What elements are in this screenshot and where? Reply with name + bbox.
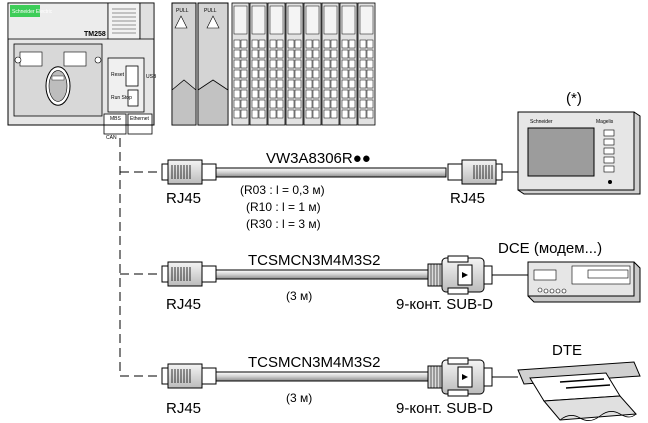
io-module	[339, 2, 358, 126]
port-label-runstop: Run Stop	[111, 95, 132, 101]
controller-model: TM258	[84, 31, 106, 38]
controller-brand: Schneider Electric	[12, 9, 53, 15]
rj45-connector	[447, 159, 503, 185]
controller-module: Schneider Electric TM258 Reset Run Stop …	[7, 2, 157, 141]
dce-modem: DCE (модем...)	[498, 240, 641, 303]
cable-hmi-left-connector-label: RJ45	[166, 190, 201, 207]
port-to-cable-leaders	[119, 138, 160, 377]
dte-printer: DTE	[517, 342, 641, 421]
cable-dte-length: (3 м)	[286, 391, 312, 405]
cable-hmi-right-connector-label: RJ45	[450, 190, 485, 207]
cable-hmi-length-1: (R03 : l = 0,3 м)	[240, 183, 325, 197]
cable-dte-left-connector-label: RJ45	[166, 400, 201, 417]
slot-label-2: PULL	[204, 8, 217, 14]
cable-hmi-length-3: (R30 : l = 3 м)	[246, 217, 321, 231]
cable-hmi-reference: VW3A8306R●●	[266, 150, 371, 167]
cable-dce-left-connector-label: RJ45	[166, 296, 201, 313]
power-slot-modules: PULL PULL	[171, 2, 229, 126]
cable-hmi: VW3A8306R●● (R03 : l = 0,3 м) (R10 : l =…	[161, 150, 518, 231]
io-module	[321, 2, 340, 126]
io-module	[285, 2, 304, 126]
rj45-connector	[161, 363, 217, 389]
port-label-ethernet: Ethernet	[130, 116, 150, 122]
io-module	[267, 2, 286, 126]
port-label-can: CAN	[106, 135, 117, 141]
cable-dce-reference: TCSMCN3M4M3S2	[248, 252, 381, 269]
rj45-connector	[161, 261, 217, 287]
hmi-terminal: (*) Schneider Magelis	[517, 90, 641, 195]
hmi-product: Magelis	[596, 119, 614, 125]
io-module	[231, 2, 250, 126]
dce-label: DCE (модем...)	[498, 240, 602, 257]
cable-hmi-length-2: (R10 : l = 1 м)	[246, 200, 321, 214]
port-label-usb: USB	[146, 74, 157, 80]
hmi-footnote: (*)	[566, 90, 582, 107]
port-label-reset: Reset	[111, 72, 125, 78]
cable-dce-length: (3 м)	[286, 289, 312, 303]
subd-connector	[427, 357, 493, 397]
cable-dce: TCSMCN3M4M3S2 (3 м) RJ45 9-конт. SUB-D	[161, 252, 528, 313]
hmi-brand: Schneider	[530, 119, 553, 125]
io-module	[357, 2, 376, 126]
port-label-mbs: MBS	[110, 116, 122, 122]
subd-connector	[427, 255, 493, 295]
rj45-connector	[161, 159, 217, 185]
io-modules	[231, 2, 376, 126]
slot-label-1: PULL	[176, 8, 189, 14]
dte-label: DTE	[552, 342, 582, 359]
cable-dte: TCSMCN3M4M3S2 (3 м) RJ45 9-конт. SUB-D	[161, 354, 518, 417]
io-module	[303, 2, 322, 126]
cable-dte-reference: TCSMCN3M4M3S2	[248, 354, 381, 371]
cable-dte-right-connector-label: 9-конт. SUB-D	[396, 400, 493, 417]
io-module	[249, 2, 268, 126]
cable-dce-right-connector-label: 9-конт. SUB-D	[396, 296, 493, 313]
